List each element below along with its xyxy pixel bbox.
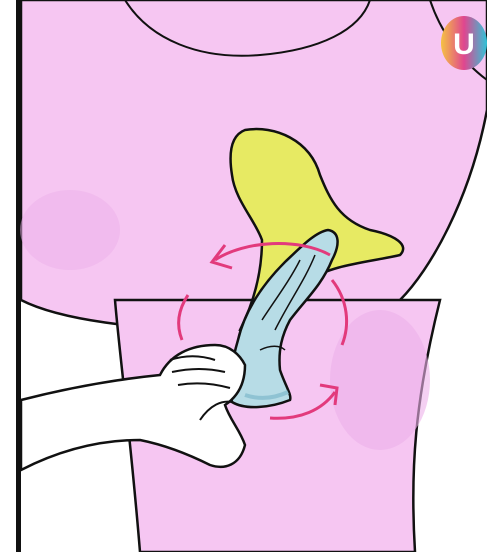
body-shading xyxy=(20,190,120,270)
logo-letter: U xyxy=(453,28,475,61)
brand-logo-icon: U xyxy=(438,14,487,72)
